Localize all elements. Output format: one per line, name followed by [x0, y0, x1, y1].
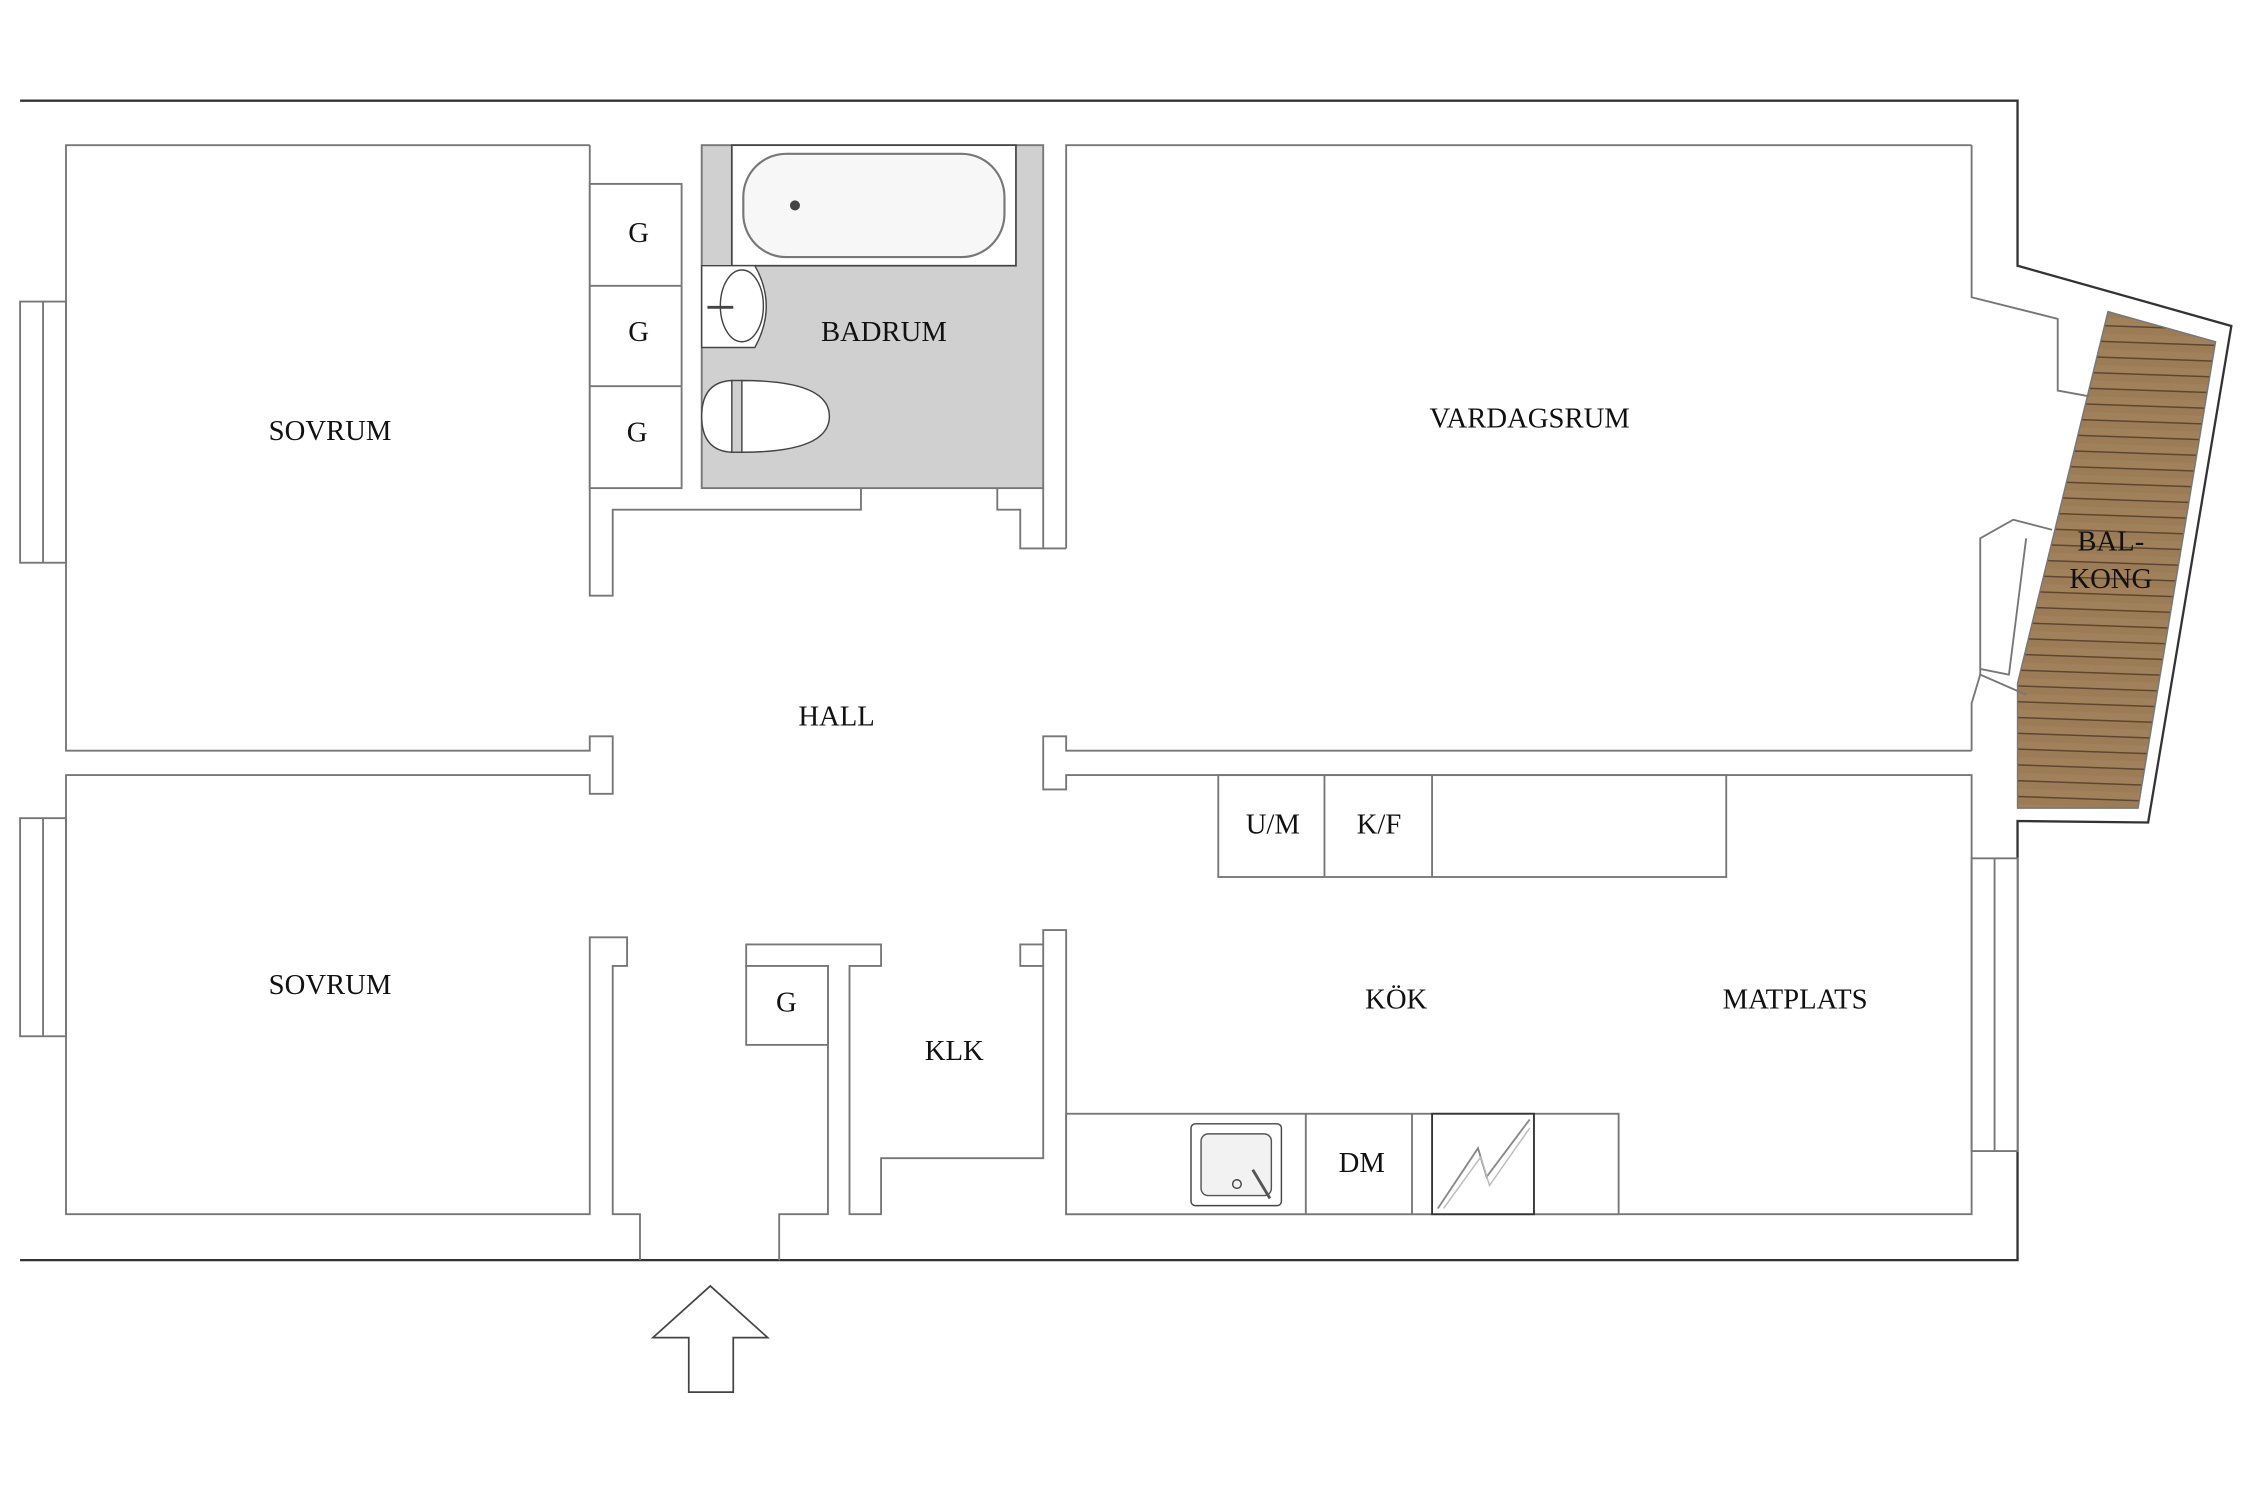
- room-label-badrum: BADRUM: [821, 316, 947, 348]
- room-label-sovrum: SOVRUM: [269, 969, 392, 1001]
- closet-label: G: [628, 217, 649, 249]
- bedroom-wall: [65, 144, 641, 1261]
- fridge-freezer-label: K/F: [1357, 808, 1402, 840]
- entrance-arrow-icon: [650, 1284, 770, 1394]
- room-label-sovrum: SOVRUM: [269, 415, 392, 447]
- room-label-klk: KLK: [925, 1035, 984, 1067]
- balcony-door: [1979, 518, 2053, 696]
- room-label-balkong: KONG: [2069, 563, 2152, 595]
- room-label-matplats: MATPLATS: [1723, 983, 1868, 1015]
- closet-label: G: [776, 986, 797, 1018]
- room-label-kok: KÖK: [1365, 983, 1427, 1015]
- outer-wall: [20, 99, 2233, 1262]
- balcony-deck: [2016, 310, 2217, 809]
- room-label-hall: HALL: [798, 701, 874, 733]
- toilet: [700, 379, 733, 454]
- washer-dryer-label: U/M: [1246, 808, 1300, 840]
- closet-label: G: [628, 316, 649, 348]
- closet-klk: [745, 965, 829, 1046]
- closet-block: [588, 182, 683, 490]
- room-label-balkong: BAL-: [2077, 526, 2144, 558]
- closet-label: G: [627, 417, 648, 449]
- upper-cabinets: [1217, 774, 1728, 878]
- room-label-vardagsrum: VARDAGSRUM: [1429, 402, 1629, 434]
- dishwasher-label: DM: [1339, 1147, 1385, 1179]
